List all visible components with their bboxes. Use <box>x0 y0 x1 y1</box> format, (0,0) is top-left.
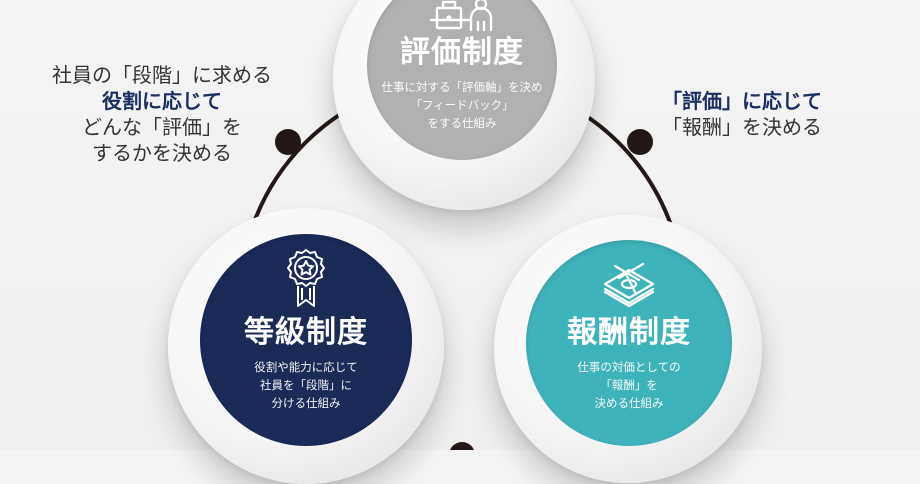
grade-title: 等級制度 <box>244 315 368 350</box>
evaluation-title: 評価制度 <box>400 35 524 70</box>
people-at-desk-icon <box>429 0 495 32</box>
left-annotation-line3: どんな「評価」を <box>82 115 242 139</box>
connector-dot-bottom <box>450 442 474 450</box>
right-annotation-line2: 「報酬」を決める <box>662 115 822 139</box>
evaluation-description: 仕事に対する「評価軸」を決め 「フィードバック」 をする仕組み <box>381 80 543 130</box>
money-stack-icon <box>599 262 659 308</box>
left-annotation-line4: するかを決める <box>92 141 232 165</box>
right-annotation: 「評価」に応じて 「報酬」を決める <box>662 88 822 140</box>
grade-circle: 等級制度 役割や能力に応じて 社員を「段階」に 分ける仕組み <box>200 234 412 446</box>
right-annotation-emphasis: 「評価」に応じて <box>662 89 822 113</box>
connector-dot-right <box>627 129 653 155</box>
left-annotation-line1: 社員の「段階」に求める <box>52 63 272 87</box>
award-badge-icon <box>286 248 326 310</box>
reward-description: 仕事の対価としての 「報酬」を 決める仕組み <box>577 360 681 410</box>
reward-title: 報酬制度 <box>567 315 691 350</box>
left-annotation-emphasis: 役割に応じて <box>102 89 222 113</box>
grade-description: 役割や能力に応じて 社員を「段階」に 分ける仕組み <box>254 360 358 410</box>
evaluation-circle: 評価制度 仕事に対する「評価軸」を決め 「フィードバック」 をする仕組み <box>367 0 557 160</box>
left-annotation: 社員の「段階」に求める 役割に応じて どんな「評価」を するかを決める <box>22 62 302 166</box>
reward-circle: 報酬制度 仕事の対価としての 「報酬」を 決める仕組み <box>526 240 732 446</box>
connector-dot-left <box>275 129 301 155</box>
